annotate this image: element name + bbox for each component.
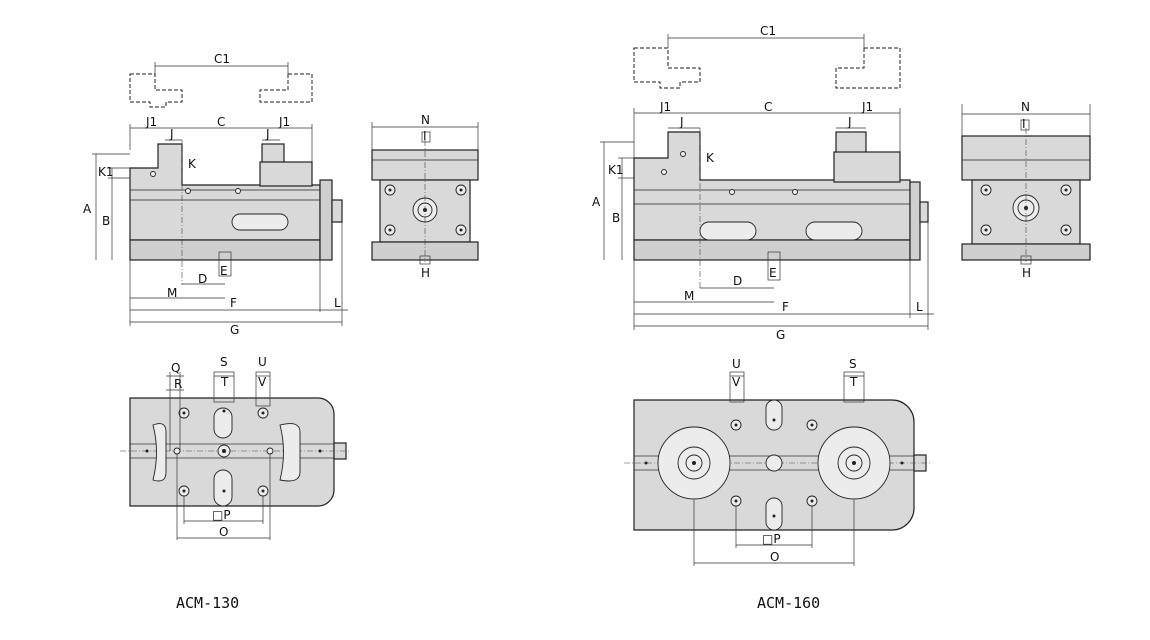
- acm130-label-E: E: [220, 264, 228, 278]
- acm160-label-A: A: [592, 195, 601, 209]
- acm130-label-J1-left: J1: [145, 115, 157, 129]
- acm160-label-U: U: [732, 357, 741, 371]
- acm160-label-S: S: [849, 357, 857, 371]
- acm160-vise-body: [633, 131, 911, 241]
- acm130-label-R: R: [174, 377, 182, 391]
- acm130-label-G: G: [230, 323, 239, 337]
- acm130-label-S: S: [220, 355, 228, 369]
- acm160-label-M: M: [684, 289, 694, 303]
- acm130-label-O: O: [219, 525, 228, 539]
- acm130-top-view: Q R S T U V □P O: [120, 355, 350, 540]
- acm160-label-J-right: J: [847, 115, 852, 129]
- acm130-label-H: H: [421, 266, 430, 280]
- acm160-slot-left: [699, 221, 757, 241]
- acm160-label-B: B: [612, 211, 620, 225]
- acm130-label-N: N: [421, 113, 430, 127]
- acm130-label-P: □P: [212, 508, 231, 522]
- acm160-label-J1-right: J1: [861, 100, 873, 114]
- acm160-label-C1: C1: [760, 24, 776, 38]
- acm130-label-C1: C1: [214, 52, 230, 66]
- acm160-label-J-left: J: [679, 115, 684, 129]
- acm160-label-V: V: [732, 375, 741, 389]
- acm160-model-caption: ACM-160: [757, 594, 820, 612]
- acm130-slot: [231, 213, 289, 231]
- acm130-label-I: I: [423, 129, 427, 143]
- acm130-label-U: U: [258, 355, 267, 369]
- acm130-label-M: M: [167, 286, 177, 300]
- acm130-base: [129, 239, 321, 261]
- acm130-label-D: D: [198, 272, 207, 286]
- acm130-label-J-left: J: [169, 127, 174, 141]
- acm160-label-K: K: [706, 151, 715, 165]
- acm130-vise-body: [129, 143, 321, 241]
- acm160-label-K1: K1: [608, 163, 624, 177]
- acm160-label-P: □P: [762, 532, 781, 546]
- acm160-label-G: G: [776, 328, 785, 342]
- acm160-dashed-jaw-right: [835, 47, 901, 89]
- acm160-base: [633, 239, 911, 261]
- acm130-dashed-jaw-right: [259, 73, 313, 103]
- acm160-label-C: C: [764, 100, 772, 114]
- acm160-label-I: I: [1022, 117, 1026, 131]
- acm130-label-A: A: [83, 202, 92, 216]
- acm160-moving-jaw: [835, 131, 867, 155]
- acm130-label-K1: K1: [98, 165, 114, 179]
- acm160-label-O: O: [770, 550, 779, 564]
- acm130-label-T: T: [220, 375, 229, 389]
- acm160-slot-right: [805, 221, 863, 241]
- acm160-dashed-jaw-left: [633, 47, 701, 89]
- acm130-label-J-right: J: [265, 127, 270, 141]
- acm130-label-V: V: [258, 375, 267, 389]
- acm130-label-C: C: [217, 115, 225, 129]
- acm130-end-view: N I H: [371, 113, 479, 280]
- acm130-dashed-jaw-left: [129, 73, 183, 108]
- acm130-label-Q: Q: [171, 361, 180, 375]
- acm130-label-B: B: [102, 214, 110, 228]
- acm130-label-F: F: [230, 296, 237, 310]
- acm130-side-view: C1 J1 C J1 J J K1 K A: [83, 52, 348, 337]
- acm160-side-view: C1 J1 C J1 J J K1 K A B: [592, 24, 934, 342]
- acm160-label-L: L: [916, 300, 923, 314]
- acm130-label-K: K: [188, 157, 197, 171]
- acm130-label-L: L: [334, 296, 341, 310]
- acm130-model-caption: ACM-130: [176, 594, 239, 612]
- acm160-label-D: D: [733, 274, 742, 288]
- acm160-top-view: U V S T □P O: [624, 357, 930, 566]
- acm160-label-E: E: [769, 266, 777, 280]
- acm160-end-view: N I H: [961, 100, 1091, 280]
- acm160-label-N: N: [1021, 100, 1030, 114]
- acm160-label-H: H: [1022, 266, 1031, 280]
- acm130-label-J1-right: J1: [278, 115, 290, 129]
- acm160-label-T: T: [849, 375, 858, 389]
- acm160-label-F: F: [782, 300, 789, 314]
- acm160-label-J1-left: J1: [659, 100, 671, 114]
